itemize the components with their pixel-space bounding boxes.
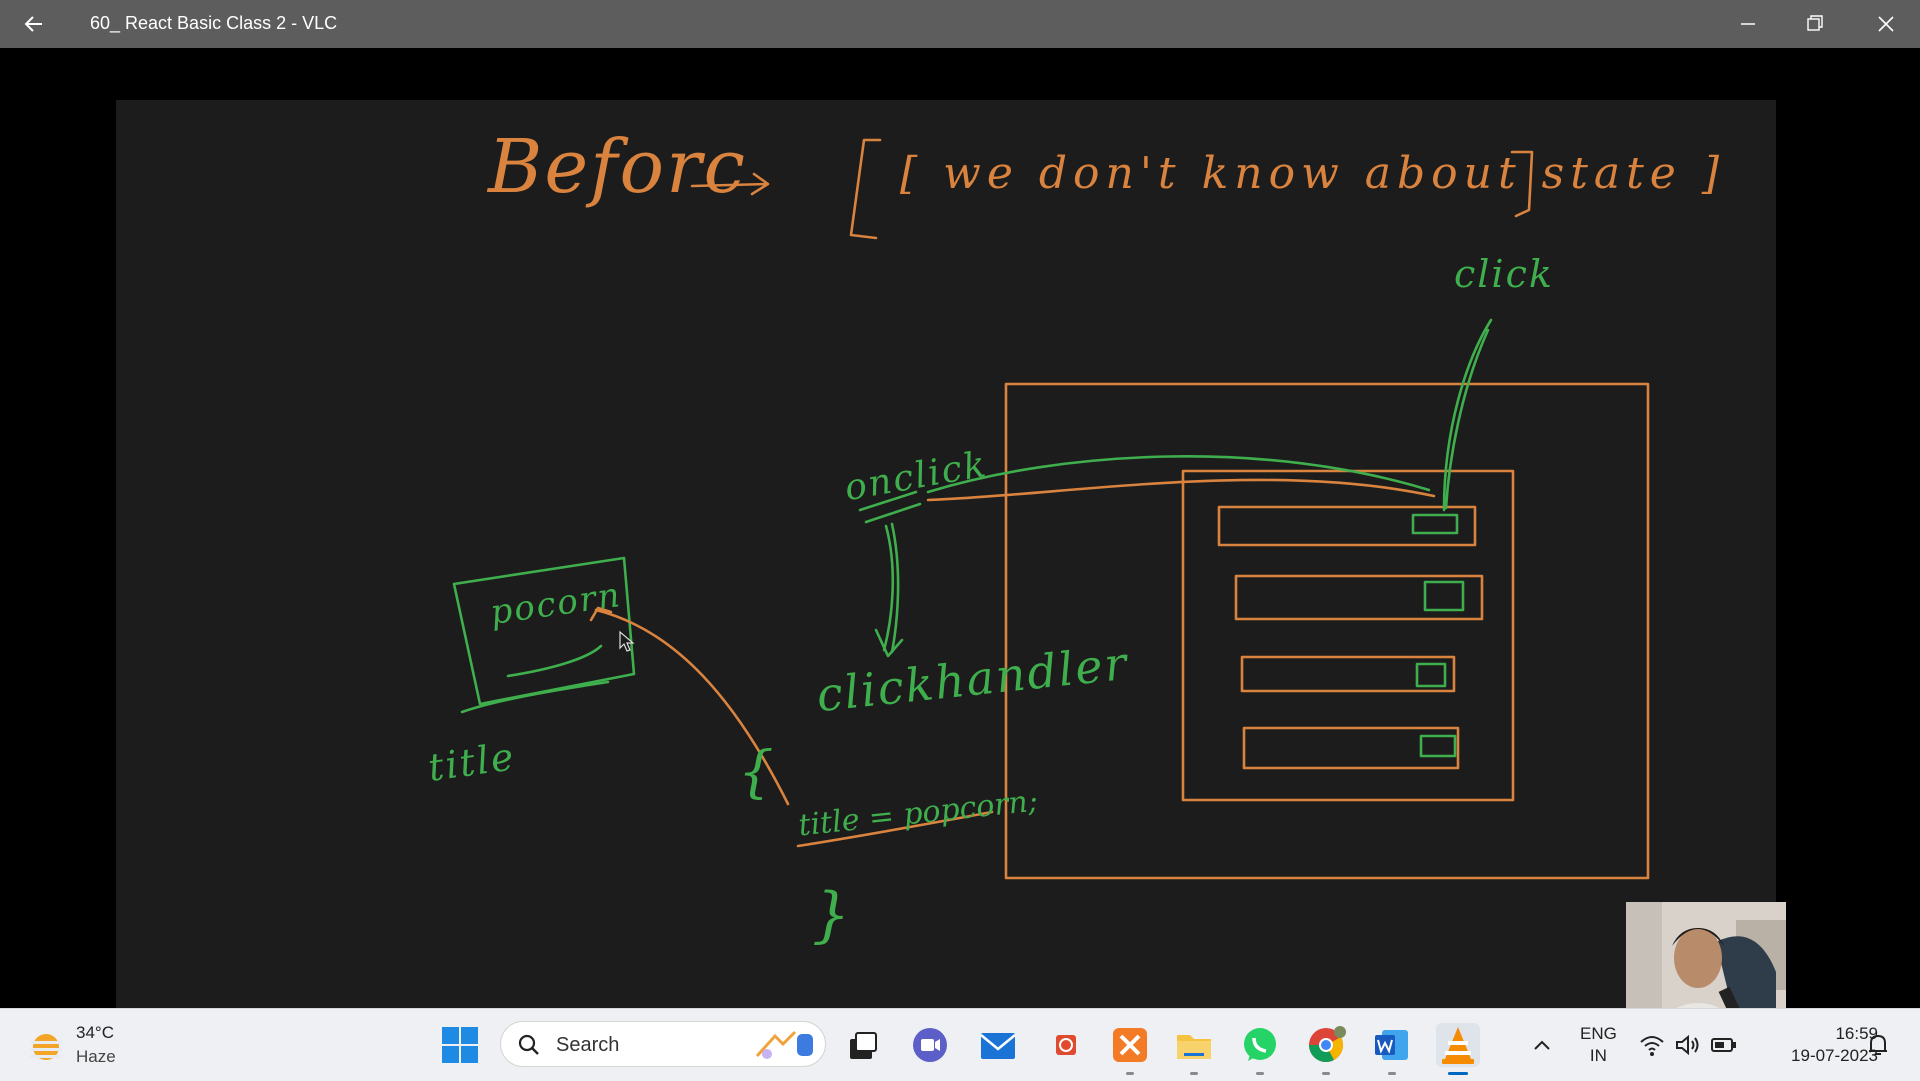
taskbar-app-meet[interactable] [908, 1023, 952, 1067]
popcorn-box [452, 556, 636, 706]
taskbar-app-whatsapp[interactable] [1238, 1023, 1282, 1075]
restore-icon [1807, 15, 1823, 31]
bracket-right [1510, 150, 1534, 218]
arrow-left-icon [24, 16, 42, 32]
label-click: click [1454, 252, 1554, 296]
mouse-cursor-icon [619, 630, 635, 652]
task-view-icon [850, 1032, 877, 1059]
click-arrow [1442, 318, 1493, 512]
row-1 [1217, 505, 1477, 547]
clock-time: 16:59 [1835, 1024, 1878, 1043]
heading-arrow [690, 172, 770, 196]
volume-icon[interactable] [1674, 1031, 1702, 1059]
taskbar-app-file-explorer[interactable] [1172, 1023, 1216, 1075]
brace-close: } [812, 880, 853, 950]
minimize-icon [1741, 23, 1755, 25]
title-underline [796, 810, 994, 848]
clock-date: 19-07-2023 [1791, 1046, 1878, 1065]
handler-arrowhead [874, 628, 904, 658]
taskbar-search[interactable]: Search [500, 1021, 826, 1067]
word-icon [1375, 1030, 1408, 1060]
strike-name [506, 644, 603, 678]
start-button[interactable] [440, 1025, 480, 1065]
battery-icon[interactable] [1710, 1031, 1738, 1059]
running-indicator [1322, 1072, 1330, 1075]
chrome-icon [1309, 1026, 1346, 1062]
row-1-button [1411, 513, 1459, 535]
mail-icon [980, 1033, 1016, 1059]
whatsapp-icon [1244, 1028, 1276, 1061]
taskbar-app-chrome[interactable] [1304, 1023, 1348, 1075]
onclick-underline [858, 490, 922, 524]
video-area[interactable]: Beforc [ we don't know about state ] cli… [0, 48, 1920, 1052]
taskbar-app-mail[interactable] [976, 1023, 1020, 1067]
row-2 [1234, 574, 1484, 621]
vlc-icon [1442, 1027, 1474, 1064]
close-icon [1878, 16, 1894, 32]
running-indicator [1126, 1072, 1134, 1075]
restore-button[interactable] [1781, 0, 1849, 48]
weather-condition[interactable]: Haze [76, 1047, 116, 1066]
brace-open: { [738, 740, 776, 805]
presenter-image [1626, 902, 1786, 1024]
onclick-orange-line [926, 478, 1436, 502]
notification-bell-icon[interactable] [1864, 1031, 1892, 1059]
weather-temperature[interactable]: 34°C [76, 1023, 114, 1042]
minimize-button[interactable] [1713, 0, 1781, 48]
taskbar-clock[interactable]: 16:59 19-07-2023 [1758, 1023, 1878, 1067]
language-indicator[interactable]: ENG IN [1580, 1023, 1617, 1067]
folder-icon [1177, 1035, 1211, 1059]
taskbar-app-word[interactable] [1370, 1023, 1414, 1075]
running-indicator [1256, 1072, 1264, 1075]
bracket-left [849, 138, 882, 240]
video-chat-icon [913, 1028, 947, 1062]
inner-box [1181, 469, 1515, 802]
row-4 [1242, 726, 1460, 770]
whiteboard: Beforc [ we don't know about state ] cli… [116, 100, 1776, 1052]
running-indicator [1190, 1072, 1198, 1075]
row-2-button [1423, 580, 1465, 612]
taskbar-app-xampp[interactable] [1108, 1023, 1152, 1075]
heading-before: Beforc [488, 124, 747, 210]
whiteboard-drawing [452, 138, 1650, 880]
taskbar-app-vlc[interactable] [1436, 1023, 1480, 1075]
box-underline [460, 680, 610, 714]
row-3-button [1415, 662, 1447, 688]
search-icon [518, 1034, 539, 1055]
row-4-button [1419, 734, 1457, 758]
search-placeholder: Search [556, 1034, 620, 1056]
office-icon [1056, 1035, 1076, 1055]
chevron-up-icon[interactable] [1528, 1031, 1556, 1059]
windows-logo-icon [442, 1027, 478, 1063]
close-button[interactable] [1851, 0, 1919, 48]
running-indicator [1388, 1072, 1396, 1075]
onclick-to-handler-arrow [882, 522, 900, 654]
taskbar-app-task-view[interactable] [840, 1023, 884, 1067]
xampp-icon [1113, 1028, 1147, 1062]
onclick-green-line [926, 455, 1431, 494]
outer-box [1004, 382, 1650, 880]
region-code: IN [1589, 1046, 1607, 1065]
heading-note: [ we don't know about state ] [900, 148, 1725, 199]
title-bar: 60_ React Basic Class 2 - VLC [0, 0, 1920, 48]
row-3 [1240, 655, 1456, 693]
back-button[interactable] [18, 10, 52, 38]
language-code: ENG [1580, 1024, 1617, 1043]
active-indicator [1448, 1072, 1468, 1075]
taskbar: 34°C Haze Search [0, 1008, 1920, 1081]
taskbar-app-office[interactable] [1044, 1023, 1088, 1067]
sun-haze-icon[interactable] [26, 1029, 66, 1065]
search-highlight-icon [755, 1030, 813, 1059]
popcorn-to-title-arrow [589, 606, 790, 806]
window-title: 60_ React Basic Class 2 - VLC [90, 13, 338, 33]
webcam-overlay [1626, 902, 1786, 1024]
wifi-icon[interactable] [1638, 1031, 1666, 1059]
